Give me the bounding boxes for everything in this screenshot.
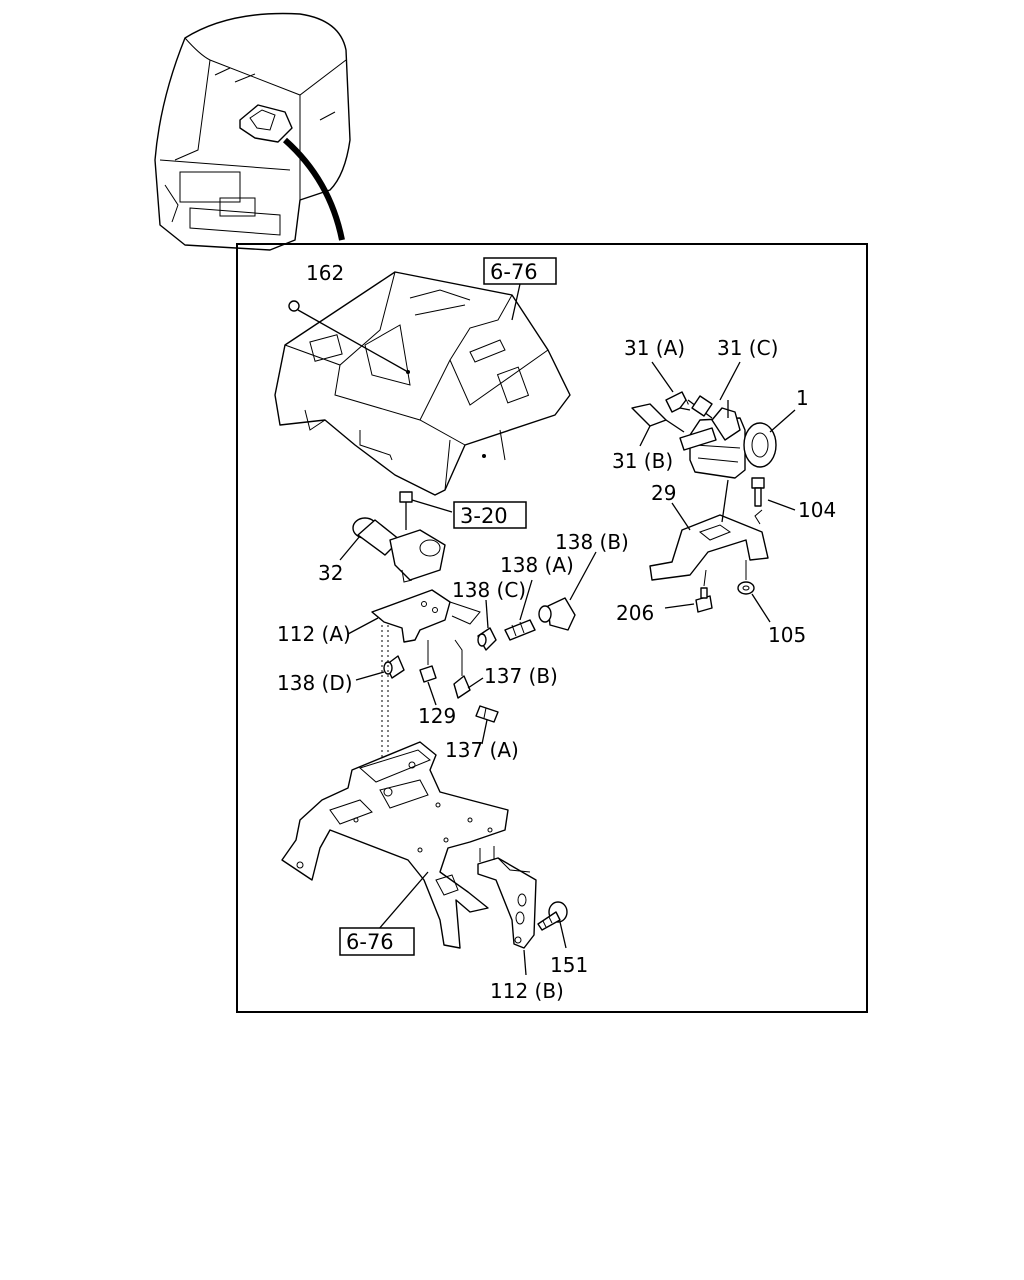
nut-105 (737, 560, 755, 595)
truck-cab-overview (154, 12, 351, 251)
nut-129 (419, 640, 437, 683)
callout-112a: 112 (A) (277, 622, 351, 646)
fitting-138a (504, 619, 536, 641)
lever-assembly-32 (352, 491, 446, 583)
callout-137a: 137 (A) (445, 738, 519, 762)
fitting-138d (383, 655, 405, 679)
detail-frame (236, 243, 868, 1013)
part-162-marker (288, 300, 300, 312)
callout-105: 105 (768, 623, 806, 647)
bracket-112a (371, 589, 481, 643)
fitting-137b (453, 639, 471, 699)
bolt-104 (751, 477, 765, 525)
reference-bottom: 6-76 (346, 930, 394, 954)
callout-151: 151 (550, 953, 588, 977)
callout-138b: 138 (B) (555, 530, 629, 554)
callout-31b: 31 (B) (612, 449, 673, 473)
base-plate (281, 741, 509, 949)
callout-31a: 31 (A) (624, 336, 685, 360)
sensor-31c (679, 395, 713, 417)
callout-138a: 138 (A) (500, 553, 574, 577)
fitting-137a (475, 705, 499, 723)
callout-138c: 138 (C) (452, 578, 526, 602)
reference-top: 6-76 (490, 260, 538, 284)
fitting-138c (477, 627, 497, 651)
bolt-206 (695, 569, 713, 613)
callout-1: 1 (796, 386, 809, 410)
reference-box-mid (453, 501, 527, 529)
callout-162: 162 (306, 261, 344, 285)
reference-box-bottom (339, 927, 415, 956)
callout-137b: 137 (B) (484, 664, 558, 688)
bracket-112b (477, 846, 537, 949)
callout-206: 206 (616, 601, 654, 625)
callout-31c: 31 (C) (717, 336, 778, 360)
callout-138d: 138 (D) (277, 671, 353, 695)
bolt-151 (537, 901, 568, 931)
callout-129: 129 (418, 704, 456, 728)
callout-32: 32 (318, 561, 343, 585)
sensor-31b (631, 403, 685, 433)
console-cover (274, 271, 571, 496)
callout-104: 104 (798, 498, 836, 522)
callout-112b: 112 (B) (490, 979, 564, 1003)
reference-mid: 3-20 (460, 504, 508, 528)
fitting-138b (538, 597, 576, 631)
callout-29: 29 (651, 481, 676, 505)
bracket-29 (649, 479, 769, 581)
valve-assembly (679, 400, 777, 479)
